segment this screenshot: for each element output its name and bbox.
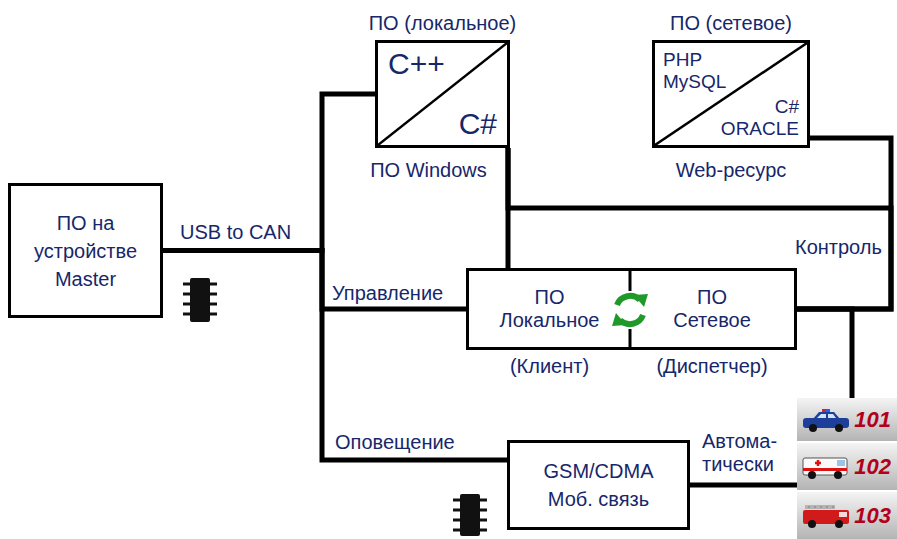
vehicle-cell: 102 — [797, 443, 897, 490]
software-box: ПО (локальное)C++C#ПО Windows — [375, 40, 510, 148]
connector-line — [797, 309, 852, 398]
vehicle-icon — [801, 502, 851, 530]
device-box: ПО на устройстве Master — [8, 183, 163, 318]
diagonal-line — [655, 43, 807, 145]
box-label: ПО на устройстве Master — [21, 209, 151, 293]
connector-line — [508, 148, 891, 309]
box-label: ПО Локальное — [495, 286, 605, 332]
language-label: C# ORACLE — [709, 96, 799, 140]
chip-pins — [453, 500, 487, 530]
client-box: ПО Локальное(Клиент) — [466, 268, 630, 350]
software-box: ПО (сетевое)PHP MySQLC# ORACLEWeb-ресурс — [652, 40, 810, 148]
language-label: PHP MySQL — [663, 49, 733, 93]
language-label: C# — [459, 107, 497, 141]
box-caption: (Диспетчер) — [610, 355, 814, 378]
connector-label: Автома-тически — [700, 430, 789, 476]
connector-label: Контроль — [793, 236, 884, 259]
connector-label: Управление — [330, 282, 445, 305]
vehicle-part — [822, 409, 826, 412]
chip-body — [190, 278, 210, 322]
vehicle-part — [813, 412, 840, 419]
box-title: ПО (сетевое) — [611, 12, 851, 35]
sync-icon — [612, 292, 648, 328]
chip-body — [460, 494, 480, 536]
vehicle-part — [808, 471, 816, 479]
box-caption: Web-ресурс — [611, 159, 851, 182]
vehicle-icon — [801, 406, 851, 434]
connector-line — [163, 94, 375, 251]
callout-number: 102 — [854, 455, 891, 479]
vehicle-part — [835, 520, 843, 528]
connector-label: Оповещение — [333, 431, 457, 454]
vehicle-part — [815, 460, 821, 466]
callout-number: 103 — [854, 504, 891, 528]
chip-icon — [183, 278, 217, 322]
vehicle-part — [837, 460, 845, 466]
sync-arrowhead — [612, 313, 626, 326]
diagonal-line — [378, 43, 507, 145]
vehicle-cell: 103 — [797, 492, 897, 539]
connector-line — [163, 251, 466, 310]
vehicle-part — [817, 414, 826, 418]
vehicle-part — [839, 512, 847, 517]
vehicle-icon — [801, 453, 851, 481]
gsm-box: GSM/CDMA Моб. связь — [507, 440, 690, 530]
sync-ground — [612, 292, 648, 328]
sync-arrowhead — [634, 294, 648, 307]
connector-line — [797, 138, 891, 309]
callout-number: 101 — [854, 408, 891, 432]
dispatcher-box: ПО Сетевое(Диспетчер) — [630, 268, 797, 350]
box-title: ПО (локальное) — [323, 12, 563, 35]
box-label: ПО Сетевое — [657, 286, 767, 332]
chip-icon — [453, 494, 487, 536]
connector-line — [690, 483, 797, 488]
vehicle-part — [808, 520, 816, 528]
language-label: C++ — [388, 47, 445, 81]
vehicle-part — [826, 409, 830, 412]
connector-label: USB to CAN — [178, 221, 293, 244]
vehicle-part — [828, 414, 836, 418]
vehicle-part — [834, 471, 842, 479]
vehicle-part — [809, 424, 817, 432]
vehicle-part — [805, 506, 835, 508]
chip-pins — [183, 284, 217, 314]
vehicle-part — [835, 424, 843, 432]
box-label: GSM/CDMA Моб. связь — [534, 457, 664, 513]
connector-line — [163, 251, 507, 461]
vehicle-part — [803, 468, 847, 471]
box-caption: ПО Windows — [309, 159, 549, 182]
vehicle-cell: 101 — [797, 398, 897, 441]
box-caption: (Клиент) — [449, 355, 650, 378]
